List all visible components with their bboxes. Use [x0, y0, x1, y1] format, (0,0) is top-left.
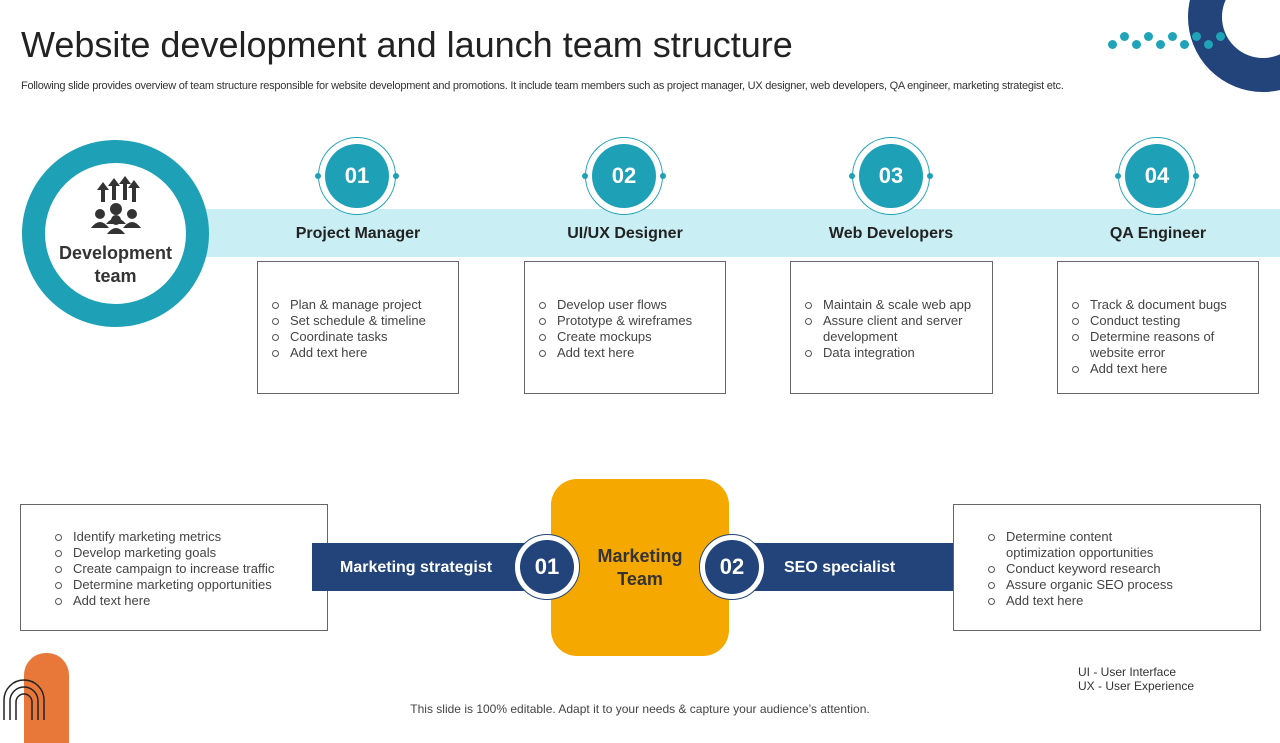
list-item: Assure organic SEO process	[986, 577, 1250, 593]
development-label-line1: Development	[58, 243, 173, 263]
marketing-number-badge: 01	[514, 534, 580, 600]
list-item: Add text here	[986, 593, 1250, 609]
role-card-project-manager: Plan & manage project Set schedule & tim…	[257, 261, 459, 394]
role-title-qa-engineer: QA Engineer	[1109, 225, 1207, 242]
marketing-number: 02	[705, 540, 759, 594]
list-item: Add text here	[1070, 361, 1248, 377]
list-item: Assure client and server	[803, 313, 982, 329]
role-number-badge: 04	[1115, 137, 1199, 215]
role-title-marketing-strategist: Marketing strategist	[340, 559, 493, 576]
list-item: Conduct testing	[1070, 313, 1248, 329]
role-title-ui-ux-designer: UI/UX Designer	[567, 225, 683, 242]
role-number-badge: 03	[849, 137, 933, 215]
role-card-marketing-strategist: Identify marketing metrics Develop marke…	[20, 504, 328, 631]
development-team-label: Development team	[45, 242, 186, 288]
dot-pattern-decoration	[1106, 32, 1236, 54]
abbreviation-legend: UI - User Interface UX - User Experience	[1078, 665, 1194, 693]
marketing-team-label: Marketing Team	[551, 545, 729, 591]
role-number: 02	[592, 144, 656, 208]
list-item-continuation: website error	[1090, 345, 1166, 360]
list-item: Determine reasons of	[1070, 329, 1248, 345]
legend-ux: UX - User Experience	[1078, 679, 1195, 693]
marketing-number-badge: 02	[699, 534, 765, 600]
role-card-seo-specialist: Determine content optimization opportuni…	[953, 504, 1261, 631]
list-item: Track & document bugs	[1070, 297, 1248, 313]
role-card-web-developers: Maintain & scale web app Assure client a…	[790, 261, 993, 394]
list-item: Add text here	[537, 345, 715, 361]
list-item: Develop user flows	[537, 297, 715, 313]
list-item: Maintain & scale web app	[803, 297, 982, 313]
list-item: Develop marketing goals	[53, 545, 317, 561]
list-item: Add text here	[53, 593, 317, 609]
marketing-label-line1: Marketing	[597, 546, 683, 566]
role-number: 01	[325, 144, 389, 208]
list-item: Create campaign to increase traffic	[53, 561, 317, 577]
arc-lines-decoration	[0, 676, 50, 720]
footer-note: This slide is 100% editable. Adapt it to…	[410, 702, 870, 716]
legend-ui: UI - User Interface	[1078, 665, 1177, 679]
list-item: Set schedule & timeline	[270, 313, 448, 329]
role-card-ui-ux-designer: Develop user flows Prototype & wireframe…	[524, 261, 726, 394]
marketing-label-line2: Team	[617, 569, 663, 589]
list-item: Data integration	[803, 345, 982, 361]
marketing-strategist-bar	[312, 543, 552, 591]
list-item: Conduct keyword research	[986, 561, 1250, 577]
role-card-qa-engineer: Track & document bugs Conduct testing De…	[1057, 261, 1259, 394]
list-item: Coordinate tasks	[270, 329, 448, 345]
role-number-badge: 01	[315, 137, 399, 215]
role-number: 04	[1125, 144, 1189, 208]
list-item: Determine marketing opportunities	[53, 577, 317, 593]
role-title-seo-specialist: SEO specialist	[784, 559, 896, 576]
list-item: Prototype & wireframes	[537, 313, 715, 329]
marketing-number: 01	[520, 540, 574, 594]
list-item: Add text here	[270, 345, 448, 361]
list-item: Determine content	[986, 529, 1250, 545]
role-number: 03	[859, 144, 923, 208]
role-number-badge: 02	[582, 137, 666, 215]
development-band	[190, 209, 1280, 257]
list-item-continuation: development	[823, 329, 898, 344]
page-title: Website development and launch team stru…	[21, 24, 793, 65]
page-subtitle: Following slide provides overview of tea…	[21, 80, 1064, 92]
role-title-web-developers: Web Developers	[828, 225, 954, 242]
role-title-project-manager: Project Manager	[295, 225, 421, 242]
list-item: Identify marketing metrics	[53, 529, 317, 545]
seo-specialist-bar	[728, 543, 968, 591]
list-item-continuation: optimization opportunities	[1006, 545, 1154, 560]
list-item: Create mockups	[537, 329, 715, 345]
list-item: Plan & manage project	[270, 297, 448, 313]
development-label-line2: team	[94, 266, 137, 286]
team-growth-icon	[89, 176, 143, 234]
